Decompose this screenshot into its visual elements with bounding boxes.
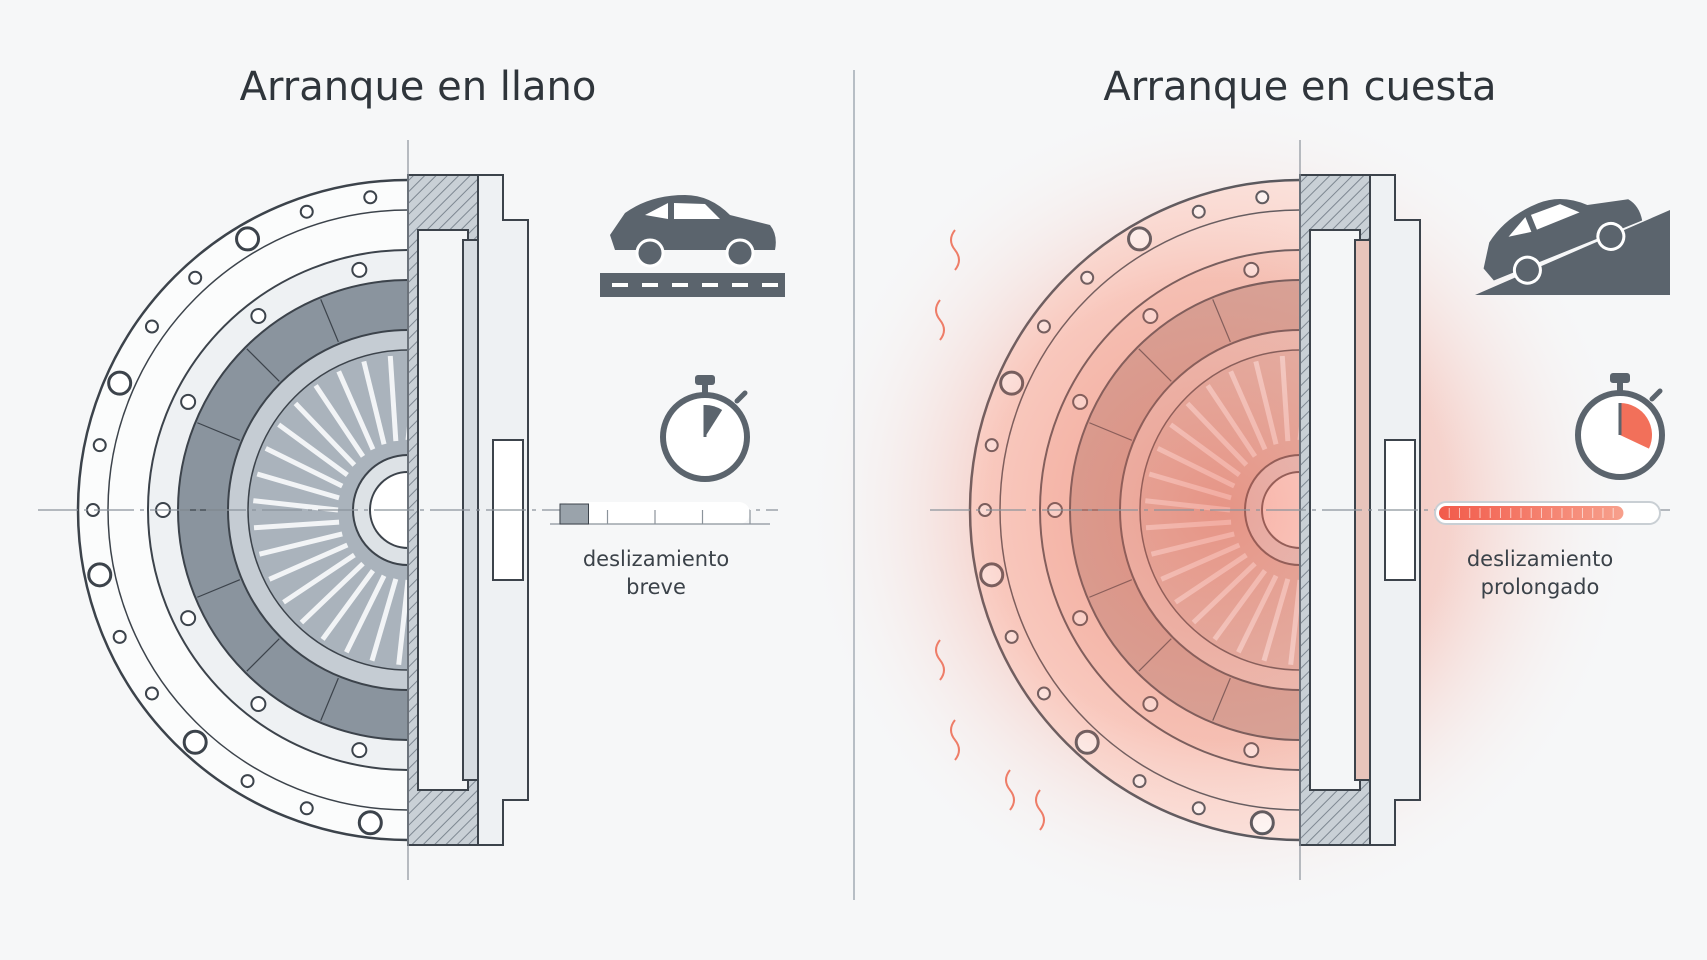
rivet bbox=[351, 261, 368, 278]
spring-finger bbox=[277, 422, 349, 478]
stopwatch-long-icon bbox=[1575, 373, 1665, 480]
spring-finger bbox=[369, 578, 399, 662]
spring-finger bbox=[313, 384, 366, 458]
tilted-car bbox=[1483, 199, 1643, 285]
slip-label-line1: deslizamiento bbox=[583, 547, 729, 571]
car-window bbox=[674, 203, 720, 219]
road-marking bbox=[732, 283, 748, 287]
vibration-mark bbox=[950, 719, 960, 761]
panel-hill: Arranque en cuesta deslizamiento prolongad… bbox=[800, 64, 1670, 930]
bolt-hole bbox=[92, 438, 107, 453]
car-wheel bbox=[725, 238, 755, 268]
slip-label-line2: breve bbox=[626, 575, 686, 599]
vibration-mark bbox=[935, 299, 945, 341]
rivet bbox=[180, 610, 197, 627]
disc-segment bbox=[320, 299, 339, 343]
car-window bbox=[1530, 204, 1580, 230]
rivet bbox=[250, 696, 267, 713]
slip-label-line1: deslizamiento bbox=[1467, 547, 1613, 571]
vibration-mark bbox=[935, 639, 945, 681]
panel-title: Arranque en cuesta bbox=[1103, 64, 1496, 110]
car-window bbox=[1508, 217, 1532, 237]
road bbox=[600, 273, 785, 297]
stopwatch-elapsed-sector bbox=[1620, 403, 1652, 449]
bolt-hole bbox=[240, 774, 255, 789]
spring-finger bbox=[361, 360, 387, 445]
stopwatch-button bbox=[1649, 388, 1663, 402]
bolt-hole bbox=[299, 204, 314, 219]
road-marking bbox=[762, 283, 778, 287]
spring-finger bbox=[268, 542, 349, 582]
panel-title: Arranque en llano bbox=[240, 64, 597, 110]
spring-finger bbox=[293, 401, 357, 467]
road-marking bbox=[612, 283, 628, 287]
bolt-hole bbox=[144, 686, 159, 701]
road-marking bbox=[672, 283, 688, 287]
car-wheel bbox=[1596, 221, 1626, 251]
bolt-hole bbox=[144, 319, 159, 334]
rivet bbox=[351, 742, 368, 759]
road-marking bbox=[642, 283, 658, 287]
disc-segment bbox=[197, 579, 241, 598]
spring-finger bbox=[253, 498, 339, 513]
spring-finger bbox=[336, 370, 376, 451]
spring-finger bbox=[253, 519, 340, 531]
spring-finger bbox=[320, 569, 376, 641]
bolt-hole bbox=[112, 629, 127, 644]
disc-segment bbox=[246, 638, 280, 672]
car-body bbox=[610, 195, 776, 250]
slip-meter-fill bbox=[559, 503, 589, 525]
slip-meter bbox=[1434, 501, 1661, 525]
rivet bbox=[180, 393, 197, 410]
disc-segment bbox=[246, 348, 280, 382]
disc-segment bbox=[320, 677, 339, 721]
stopwatch-stem bbox=[702, 383, 708, 393]
stopwatch-short-icon bbox=[660, 375, 750, 482]
spring-finger bbox=[258, 531, 343, 557]
car-wheel bbox=[1512, 255, 1542, 285]
bolt-hole bbox=[107, 370, 133, 396]
spring-finger bbox=[387, 355, 399, 442]
vibration-mark bbox=[1005, 769, 1015, 811]
panel-flat: Arranque en llano deslizamiento breve bbox=[38, 64, 785, 880]
vibration-mark bbox=[950, 229, 960, 271]
spring-finger bbox=[282, 552, 356, 605]
stopwatch-stem bbox=[1617, 381, 1623, 391]
car-wheel bbox=[635, 238, 665, 268]
stopwatch-elapsed-sector bbox=[705, 405, 723, 437]
spring-finger bbox=[344, 574, 387, 654]
stopwatch-crown bbox=[1610, 373, 1630, 383]
bolt-hole bbox=[87, 562, 113, 588]
slip-meter bbox=[550, 502, 770, 525]
stopwatch-crown bbox=[695, 375, 715, 385]
bolt-hole bbox=[235, 226, 261, 252]
bolt-hole bbox=[299, 801, 314, 816]
bolt-hole bbox=[363, 190, 378, 205]
spring-finger bbox=[299, 561, 365, 625]
spring-finger bbox=[396, 579, 408, 665]
bolt-hole bbox=[182, 729, 208, 755]
car-window bbox=[645, 203, 668, 219]
bolt-hole bbox=[188, 270, 203, 285]
vibration-mark bbox=[1035, 789, 1045, 831]
rivet bbox=[250, 307, 267, 324]
stopwatch-button bbox=[734, 390, 748, 404]
spring-finger bbox=[256, 471, 340, 501]
slip-label-line2: prolongado bbox=[1481, 575, 1600, 599]
road-marking bbox=[702, 283, 718, 287]
disc-segment bbox=[197, 422, 241, 441]
spring-finger bbox=[264, 446, 344, 489]
bolt-hole bbox=[357, 810, 383, 836]
